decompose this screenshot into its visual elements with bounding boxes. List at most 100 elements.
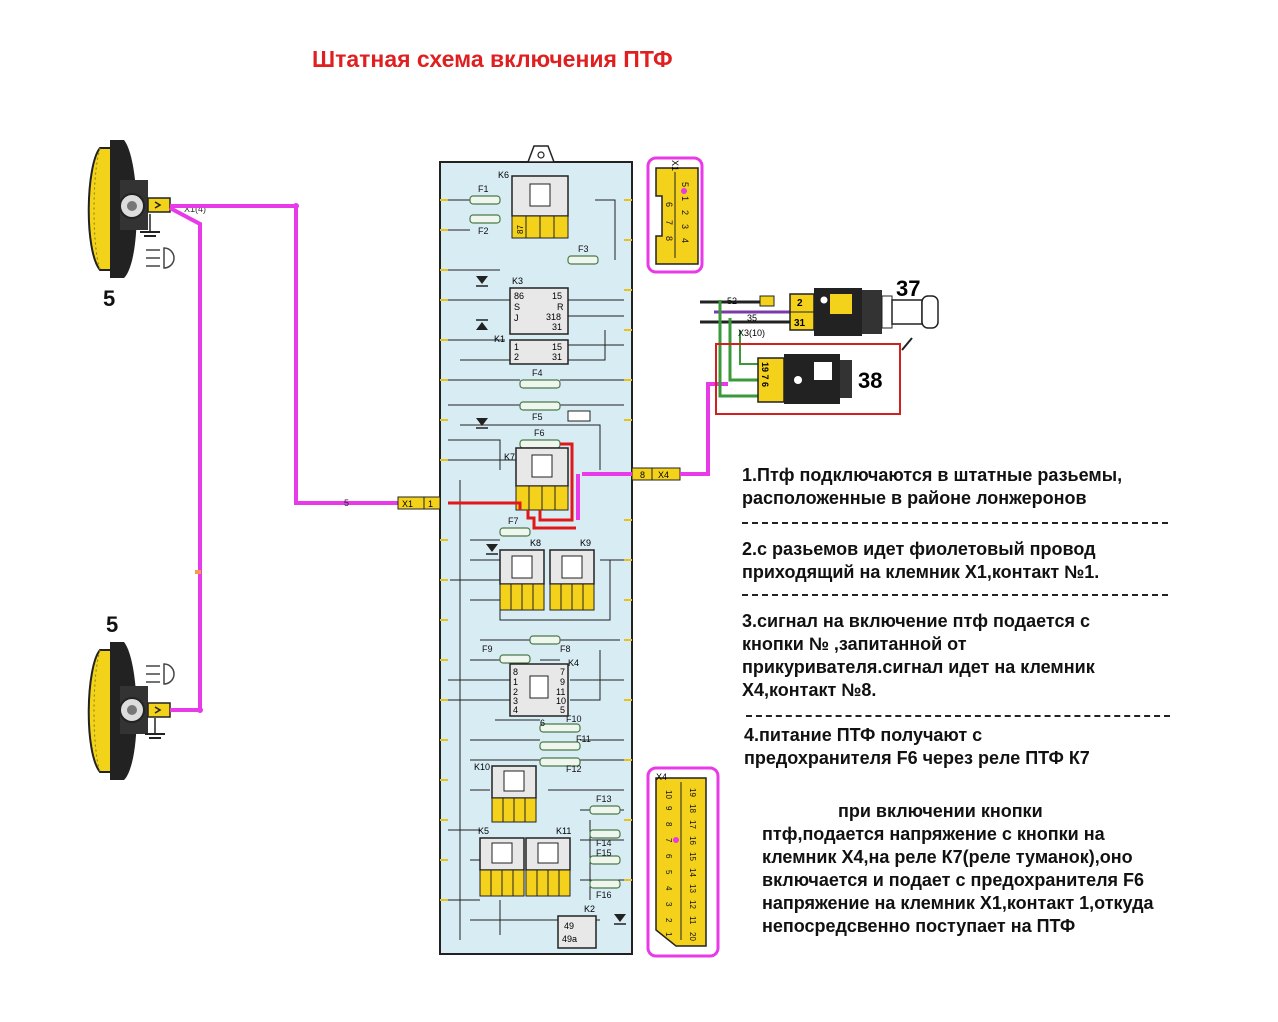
fuse-f4: F4 [532, 368, 543, 378]
x4-block-pin: 19 [688, 788, 697, 797]
note-line: кнопки № ,запитанной от [742, 634, 967, 654]
fog-signal-wire [576, 382, 728, 520]
x1-connector-label: X1 [402, 499, 413, 509]
k4-pin-3: 3 [513, 696, 518, 706]
x4-block-pin: 4 [664, 886, 673, 891]
fog-lamp-bottom [87, 642, 175, 780]
x1-block-pin: 6 [664, 202, 674, 207]
fuse-box: 87 K6 86 S J 15 R 318 31 K3 1 2 15 31 K1 [439, 145, 633, 955]
note-line: Х4,контакт №8. [742, 680, 877, 700]
separator [742, 522, 1168, 524]
note-line: клемник Х4,на реле К7(реле туманок),оно [762, 847, 1133, 867]
relay-k3-label: K3 [512, 276, 523, 286]
fuse-f13: F13 [596, 794, 612, 804]
relay-k10-label: K10 [474, 762, 490, 772]
x4-block-pin: 10 [664, 790, 673, 799]
fuse-f2: F2 [478, 226, 489, 236]
relay-k4: 8 1 2 3 4 7 9 11 10 5 6 [509, 663, 569, 728]
relay-k11-label: K11 [556, 826, 571, 836]
x1-block-pin: 8 [664, 236, 674, 241]
note-1: 1.Птф подключаются в штатные разьемы, ра… [742, 464, 1122, 510]
k4-pin-2: 2 [513, 687, 518, 697]
fog-lamp-top-label: 5 [103, 286, 115, 311]
relay-k10 [491, 765, 537, 823]
x4-block-pin: 1 [664, 932, 673, 937]
x4-pin-label: 8 [640, 470, 645, 480]
separator [742, 594, 1168, 596]
fuse-f9: F9 [482, 644, 493, 654]
note-line: предохранителя F6 через реле ПТФ К7 [744, 748, 1090, 768]
k2-pin-49: 49 [564, 921, 574, 931]
x4-block-pin: 14 [688, 868, 697, 877]
x3-connector-label: X3(10) [738, 328, 765, 338]
fog-power-path [448, 442, 576, 530]
k4-pin-11: 11 [556, 687, 565, 697]
fuse-f8: F8 [560, 644, 571, 654]
fog-symbol-icon [146, 663, 175, 685]
relay-k9-label: K9 [580, 538, 591, 548]
x4-block-pin: 13 [688, 884, 697, 893]
separator [746, 715, 1170, 717]
relay-k1: 1 2 15 31 [509, 339, 569, 365]
fog-lamp-top [87, 140, 175, 278]
fuse-f10: F10 [566, 714, 582, 724]
x1-block-pin: 4 [680, 238, 690, 243]
x4-block-pin: 9 [664, 806, 673, 811]
switch-37-pin-2: 2 [797, 298, 803, 309]
fuse-f5: F5 [532, 412, 543, 422]
relay-k3: 86 S J 15 R 318 31 [509, 287, 569, 335]
x1-connector-block [646, 156, 704, 274]
switch-38-pins: 19 7 6 [760, 362, 770, 387]
x4-block-label: X4 [656, 772, 667, 782]
x1-block-pin: 7 [664, 220, 674, 225]
k3-pin-j: J [514, 313, 519, 323]
x4-block-pin: 8 [664, 822, 673, 827]
x4-block-pin: 2 [664, 918, 673, 923]
fog-symbol-icon [146, 247, 175, 269]
relay-k5-label: K5 [478, 826, 489, 836]
x4-block-pin: 7 [664, 838, 673, 843]
note-line: 2.с разьемов идет фиолетовый провод [742, 539, 1096, 559]
relay-k4-label: K4 [568, 658, 579, 668]
fuse-f1: F1 [478, 184, 489, 194]
note-line: приходящий на клемник Х1,контакт №1. [742, 562, 1100, 582]
relay-k7 [515, 447, 569, 511]
relay-k2-label: K2 [584, 904, 595, 914]
switch-37-label: 37 [896, 276, 920, 301]
x4-block-pin: 12 [688, 900, 697, 909]
switch-wiring [700, 300, 790, 398]
k3-pin-r: R [557, 302, 564, 312]
k3-pin-15: 15 [552, 291, 562, 301]
note-2: 2.с разьемов идет фиолетовый провод прих… [742, 538, 1099, 584]
note-3: 3.сигнал на включение птф подается с кно… [742, 610, 1095, 702]
switch-38: 19 7 6 [715, 343, 901, 415]
fuse-f16: F16 [596, 890, 612, 900]
relay-k6-label: K6 [498, 170, 509, 180]
k4-pin-9: 9 [560, 677, 565, 687]
page-title: Штатная схема включения ПТФ [312, 46, 673, 72]
note-line: 3.сигнал на включение птф подается с [742, 611, 1090, 631]
k3-pin-86: 86 [514, 291, 524, 301]
note-5: при включении кнопки птф,подается напряж… [762, 800, 1154, 938]
k4-pin-5: 5 [560, 705, 565, 715]
x4-block-pin: 16 [688, 836, 697, 845]
note-line: включается и подает с предохранителя F6 [762, 870, 1145, 890]
note-line: расположенные в районе лонжеронов [742, 488, 1087, 508]
x1-block-pin: 3 [680, 224, 690, 229]
x11-connector-label: X1(4) [184, 204, 206, 214]
fog-lamp-bottom-label: 5 [106, 612, 118, 637]
wire-35: 35 [747, 313, 757, 323]
k4-pin-10: 10 [556, 696, 566, 706]
x4-block-pin: 11 [688, 916, 697, 925]
switch-38-label: 38 [858, 368, 882, 393]
x1-block-pin: 1 [680, 196, 690, 201]
note-line: при включении кнопки [838, 801, 1043, 821]
relay-k8-label: K8 [530, 538, 541, 548]
relay-k2: 49 49a [557, 915, 597, 949]
switch-37-pin-31: 31 [794, 318, 806, 329]
relay-k8 [499, 549, 545, 611]
note-line: 4.питание ПТФ получают с [744, 725, 983, 745]
note-line: напряжение на клемник Х1,контакт 1,откуд… [762, 893, 1154, 913]
relay-pin-label: 87 [516, 225, 525, 234]
k4-pin-7: 7 [560, 667, 565, 677]
